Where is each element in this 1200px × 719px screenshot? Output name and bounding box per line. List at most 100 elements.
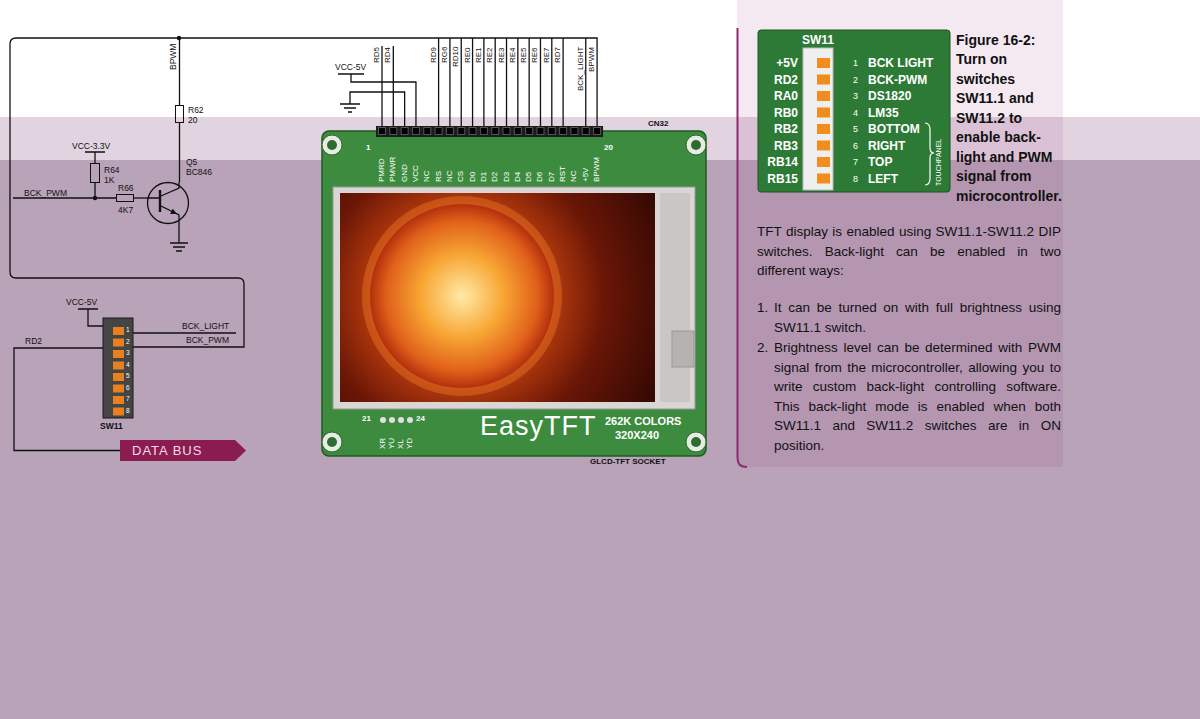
transistor-label: BC846 — [186, 167, 212, 177]
display-bezel — [333, 187, 695, 409]
header-pin — [582, 128, 589, 135]
header-pin — [571, 128, 578, 135]
pin-label: D3 — [502, 172, 511, 182]
dip-slider — [113, 362, 124, 370]
header-pin — [379, 128, 386, 135]
photo-dip-slider — [817, 174, 830, 184]
pin-label: D6 — [535, 172, 544, 182]
photo-label: 4 — [853, 107, 858, 119]
pin-label: 1 — [366, 143, 370, 153]
pin-label: EasyTFT — [480, 411, 597, 441]
pin-label: D4 — [513, 172, 522, 182]
photo-dip-slider — [817, 91, 830, 101]
pin-label: RST — [558, 166, 567, 182]
net-label: BCK_PWM — [186, 335, 229, 345]
photo-label: RB0 — [758, 106, 798, 120]
header-pin — [537, 128, 544, 135]
pin-label: D2 — [490, 172, 499, 182]
photo-label: RA0 — [758, 89, 798, 103]
pin-label: D1 — [479, 172, 488, 182]
dip-slider — [113, 339, 124, 347]
net-label: VCC-3.3V — [72, 141, 110, 151]
header-pin — [548, 128, 555, 135]
photo-label: 1 — [853, 57, 858, 69]
pin-signal-label: BCK_LIGHT — [576, 47, 585, 91]
pin-signal-label: RD5 — [372, 47, 381, 63]
sun — [370, 204, 554, 388]
bus-arrow: DATA BUS — [120, 440, 246, 461]
touch-pin — [380, 417, 386, 423]
wire — [551, 38, 552, 127]
header-pin — [492, 128, 499, 135]
dip-slider — [113, 327, 124, 335]
switch-photo: SW11+5VRD2RA0RB0RB2RB3RB14RB1512345678BC… — [758, 30, 950, 192]
transistor-label: Q5 — [186, 157, 197, 167]
dip-slider — [113, 373, 124, 381]
header-pin — [526, 128, 533, 135]
photo-label: 8 — [853, 173, 858, 185]
photo-pcb — [758, 30, 950, 192]
list-number: 1. — [757, 298, 768, 318]
photo-label: BCK-PWM — [868, 73, 927, 87]
pin-label: D7 — [547, 172, 556, 182]
socket-name: GLCD-TFT SOCKET — [590, 457, 666, 467]
photo-label: LM35 — [868, 106, 899, 120]
photo-label: TOP — [868, 155, 892, 169]
resistor-label: 20 — [188, 115, 197, 125]
pin-label: NC — [569, 170, 578, 182]
resistor-label: R64 — [104, 165, 120, 175]
photo-label: RB3 — [758, 139, 798, 153]
photo-label: RB14 — [758, 155, 798, 169]
sun-glow — [362, 196, 562, 396]
mounting-hole — [322, 135, 342, 155]
pin-label: 20 — [604, 143, 613, 153]
photo-dip-slider — [817, 58, 830, 68]
pin-label: YD — [405, 438, 414, 449]
wire — [85, 152, 105, 163]
photo-label: 5 — [853, 123, 858, 135]
transistor-base-bar — [159, 190, 161, 212]
body-text: TFT display is enabled using SW11.1-SW11… — [757, 222, 1061, 281]
header-pin — [435, 128, 442, 135]
pin-label: PMRD — [377, 158, 386, 182]
list-number: 2. — [757, 338, 768, 358]
wire-connector — [95, 183, 116, 198]
wire — [381, 46, 382, 127]
mounting-hole — [691, 140, 701, 150]
photo-dip-slider — [817, 157, 830, 167]
wire — [585, 38, 586, 127]
photo-dip-slider — [817, 141, 830, 151]
mounting-hole — [691, 437, 701, 447]
mounting-hole — [327, 140, 337, 150]
photo-dip-slider — [817, 108, 830, 118]
switch-label: 3 — [126, 349, 130, 357]
header-pin — [401, 128, 408, 135]
list-item: It can be turned on with full brightness… — [774, 298, 1061, 337]
pin-signal-label: RD4 — [383, 47, 392, 63]
pin-label: D5 — [524, 172, 533, 182]
photo-label: 2 — [853, 74, 858, 86]
photo-label: 7 — [853, 156, 858, 168]
switch-label: 4 — [126, 361, 130, 369]
dip-slider — [113, 408, 124, 416]
pin-signal-label: RE5 — [519, 47, 528, 63]
wire-connector — [180, 38, 598, 131]
switch-label: 2 — [126, 338, 130, 346]
switch-label: 1 — [126, 326, 130, 334]
pin-signal-label: RD9 — [429, 47, 438, 63]
resistor-label: R66 — [118, 183, 134, 193]
pin-label: NC — [445, 170, 454, 182]
wire — [10, 38, 179, 272]
touch-pin — [389, 417, 395, 423]
wire — [562, 38, 563, 127]
photo-dip-body — [803, 48, 833, 190]
wire — [78, 309, 103, 326]
pin-label: GND — [400, 164, 409, 182]
pin-label: NC — [422, 170, 431, 182]
pin-signal-label: RE2 — [485, 47, 494, 63]
pin-label: 320X240 — [615, 429, 659, 442]
pin-signal-label: RD10 — [451, 47, 460, 67]
wire — [506, 38, 507, 127]
touch-flex — [660, 193, 690, 402]
